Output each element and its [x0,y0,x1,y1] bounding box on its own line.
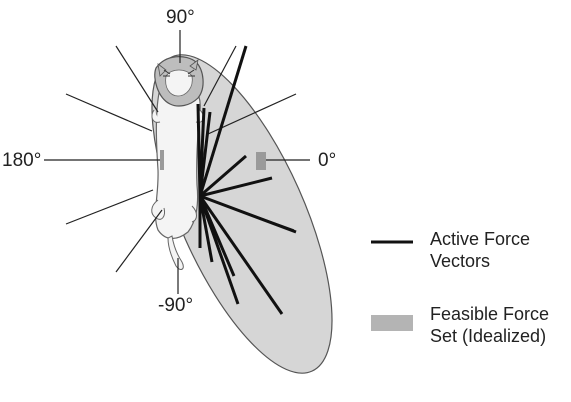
direction-spoke-3 [66,94,152,131]
legend-feasible-swatch [371,315,413,331]
direction-spoke-2 [116,46,158,112]
direction-spoke-5 [66,190,153,224]
direction-spoke-6 [116,210,162,272]
legend-swatches [371,242,413,331]
active-force-vector-4 [198,104,200,196]
angle-label-180: 180° [2,151,41,170]
legend-active-line2: Vectors [430,250,530,272]
marker-180 [160,150,164,170]
angle-label-90: 90° [166,8,195,27]
legend-active-line1: Active Force [430,228,530,250]
legend-active-label: Active Force Vectors [430,228,530,272]
angle-label-neg90: -90° [158,296,193,315]
legend-feasible-label: Feasible Force Set (Idealized) [430,303,549,347]
angle-label-0: 0° [318,151,336,170]
legend-feasible-line1: Feasible Force [430,303,549,325]
legend-feasible-line2: Set (Idealized) [430,325,549,347]
marker-0 [256,152,266,170]
